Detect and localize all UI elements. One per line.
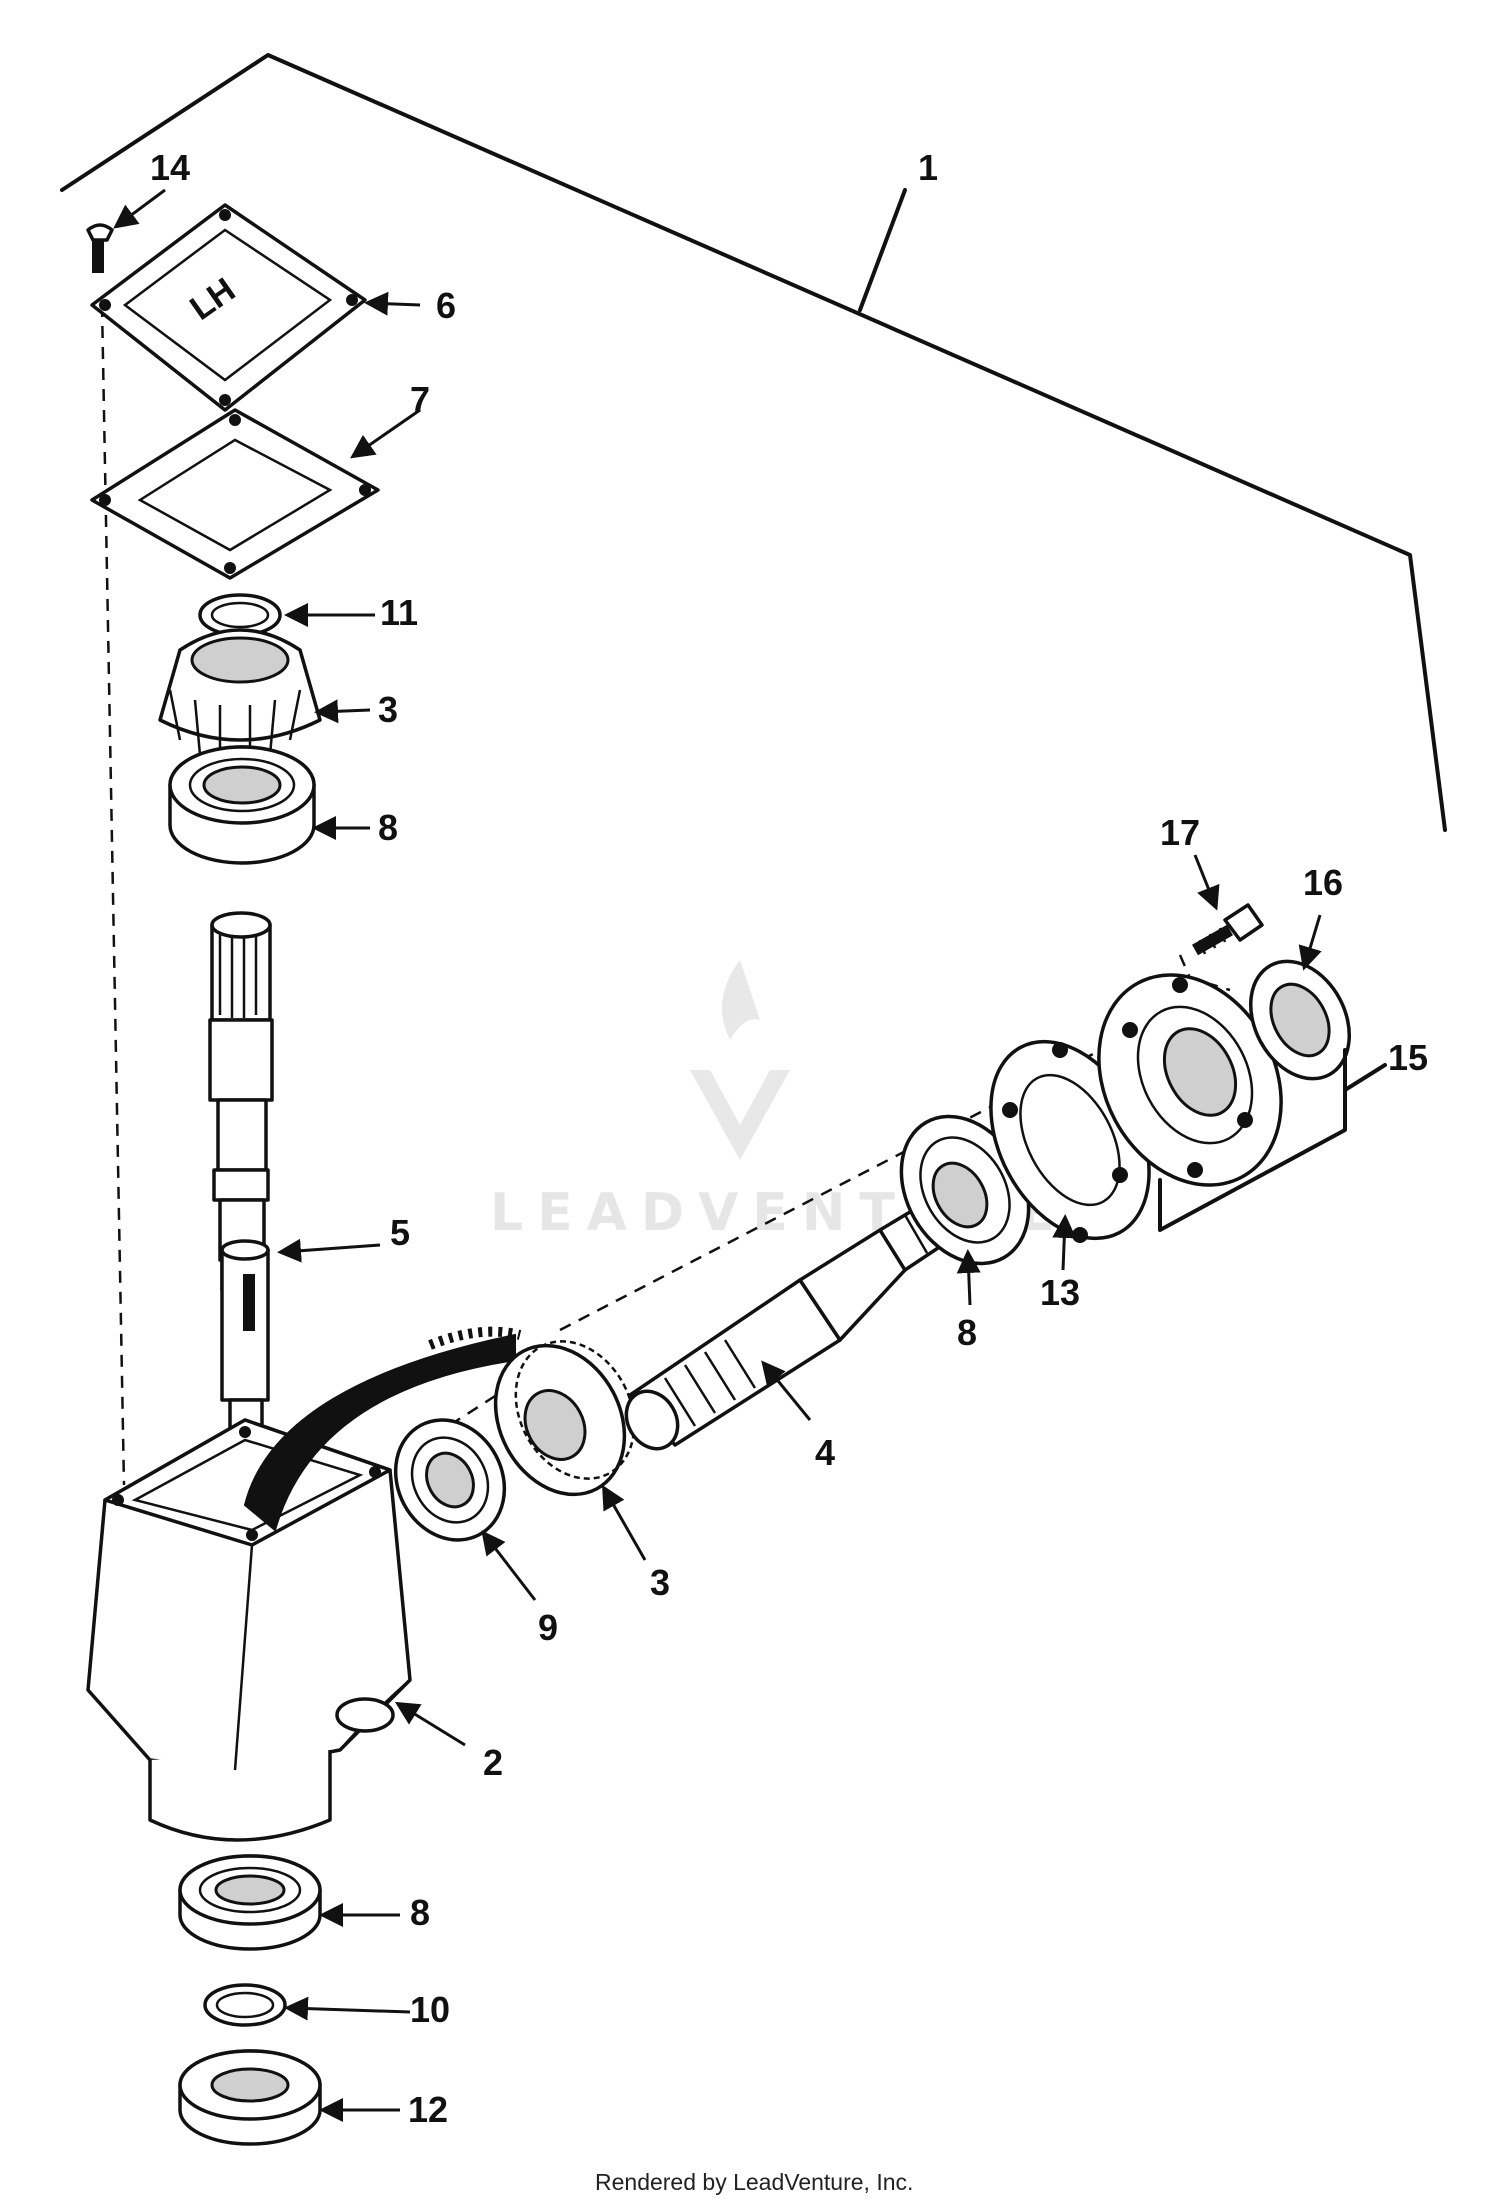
callout-7: 7: [410, 379, 430, 420]
callout-4: 4: [815, 1432, 835, 1473]
footer-credit: Rendered by LeadVenture, Inc.: [595, 2169, 913, 2195]
callout-8-middle: 8: [957, 1312, 977, 1353]
assembly-bracket: [60, 53, 1447, 832]
callout-12: 12: [408, 2089, 448, 2130]
middle-bearing-part: [899, 1114, 1031, 1266]
callout-10: 10: [410, 1989, 450, 2030]
seal-part: [1248, 959, 1352, 1081]
snap-ring-part: [198, 593, 282, 637]
lower-seal-part: [178, 2049, 322, 2146]
upper-bearing-part: [168, 745, 316, 865]
bearing-flange-part: [1097, 973, 1283, 1187]
group-bracket-leader: [1343, 1063, 1387, 1092]
callout-16: 16: [1303, 862, 1343, 903]
callout-8-lower: 8: [410, 1892, 430, 1933]
callout-13: 13: [1040, 1272, 1080, 1313]
lower-snap-ring-part: [203, 1983, 287, 2027]
upper-bevel-gear-part: [158, 628, 322, 760]
callout-2: 2: [483, 1742, 503, 1783]
callout-5: 5: [390, 1212, 410, 1253]
callout-15: 15: [1388, 1037, 1428, 1078]
callout-8-upper: 8: [378, 807, 398, 848]
callout-11: 11: [380, 592, 418, 633]
screw-part: [86, 223, 114, 273]
callout-6: 6: [436, 285, 456, 326]
gearbox-housing-part: [86, 1326, 522, 1842]
callout-3-upper: 3: [378, 689, 398, 730]
callout-1: 1: [918, 147, 938, 188]
callout-9: 9: [538, 1607, 558, 1648]
cover-plate-part: LH: [90, 203, 367, 412]
callout-17: 17: [1160, 812, 1200, 853]
spacer-sleeve-part: [220, 1239, 270, 1442]
callout-3-lower: 3: [650, 1562, 670, 1603]
horizontal-bearing-part: [393, 1418, 507, 1542]
lower-bearing-part: [178, 1854, 322, 1951]
lower-bevel-gear-part: [493, 1340, 636, 1497]
callout-labels: 1 14 6 7 11 3 8 5 17 16 15 13 8 4 3 9 2 …: [150, 147, 1428, 2130]
callout-14: 14: [150, 147, 190, 188]
bolt-part: [1192, 903, 1264, 956]
gasket-part: [90, 408, 380, 580]
vertical-shaft-part: [208, 911, 274, 1292]
leader-arrows: [113, 188, 1322, 2122]
